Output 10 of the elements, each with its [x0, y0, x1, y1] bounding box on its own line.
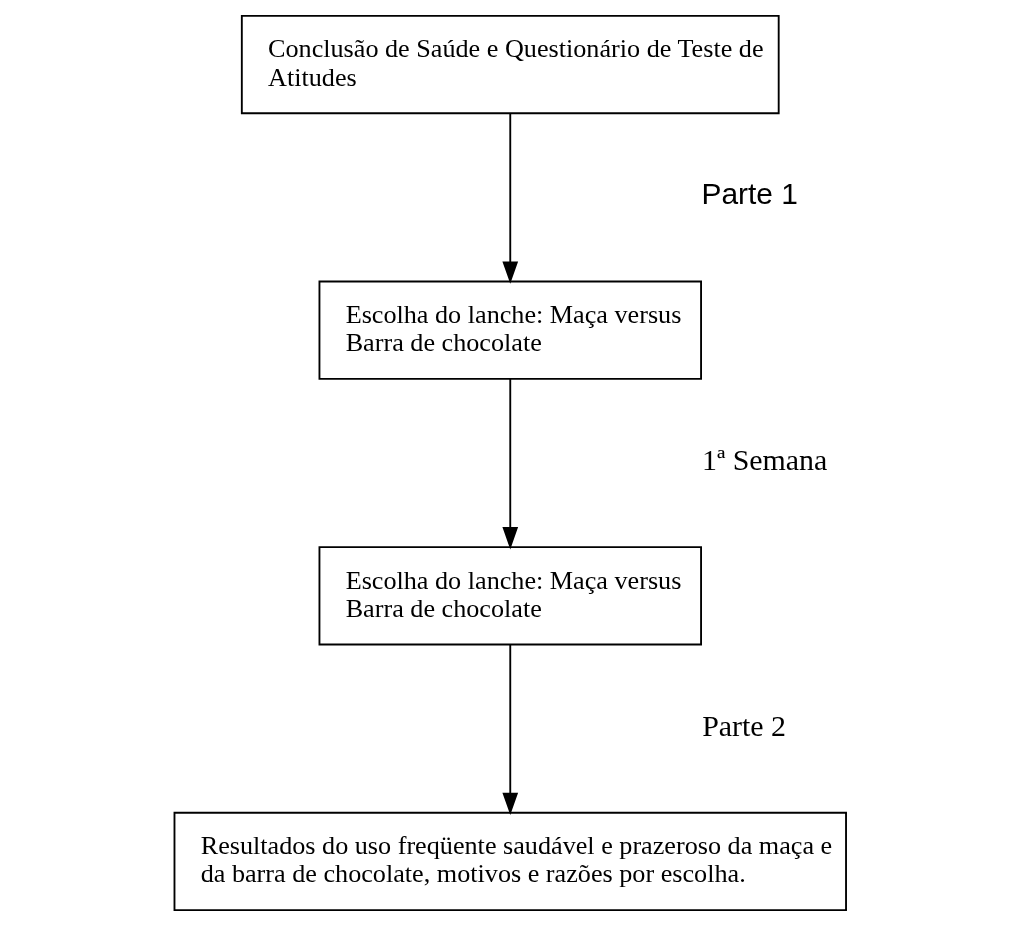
label: 1ª Semana: [701, 443, 827, 477]
arrow: [501, 643, 518, 816]
node-box: Resultados do uso freqüente saudável e prazeroso da maça e da barra de chocolate, motivos e razões por escolha.: [173, 811, 847, 911]
arrow: [501, 377, 518, 550]
node-box: Escolha do lanche: Maça versus Barra de chocolate: [318, 546, 702, 646]
node-box: Escolha do lanche: Maça versus Barra de chocolate: [318, 280, 702, 380]
arrow: [501, 112, 518, 284]
label: Parte 2: [701, 708, 786, 742]
node-box: Conclusão de Saúde e Questionário de Teste de Atitudes: [240, 15, 780, 115]
label: Parte 1: [700, 177, 798, 211]
